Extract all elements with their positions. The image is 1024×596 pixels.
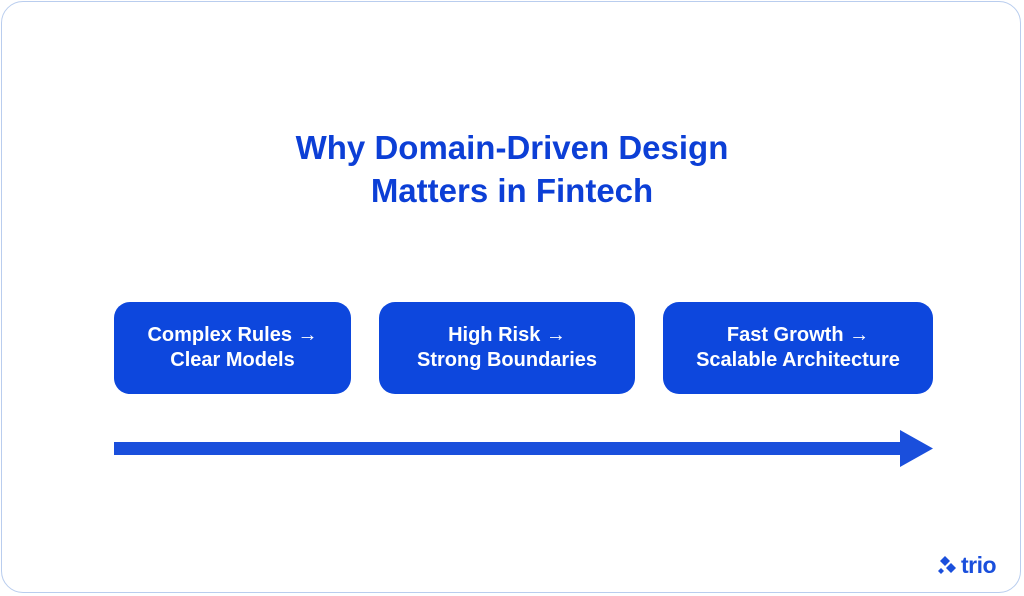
trio-logo: trio (938, 552, 997, 578)
title-line-2: Matters in Fintech (370, 172, 654, 209)
trio-logo-mark-icon (938, 556, 956, 574)
step-box-fast-growth: Fast Growth → Scalable Architecture (663, 302, 933, 394)
step-3-line-2: Scalable Architecture (696, 349, 900, 371)
trio-logo-text: trio (961, 552, 997, 578)
step-1-line-2: Clear Models (170, 349, 295, 371)
step-2-line-2: Strong Boundaries (416, 349, 597, 371)
arrow-shaft (114, 442, 902, 455)
diagram-title: Why Domain-Driven Design Matters in Fint… (0, 126, 1024, 212)
title-line-1: Why Domain-Driven Design (295, 129, 729, 166)
progress-arrow-icon (114, 430, 933, 467)
step-box-high-risk: High Risk → Strong Boundaries (379, 302, 635, 394)
step-3-line-1: Fast Growth → (726, 324, 870, 346)
step-1-line-1: Complex Rules → (147, 324, 318, 346)
step-2-line-1: High Risk → (448, 324, 566, 346)
step-box-complex-rules: Complex Rules → Clear Models (114, 302, 351, 394)
arrow-head (900, 430, 933, 467)
